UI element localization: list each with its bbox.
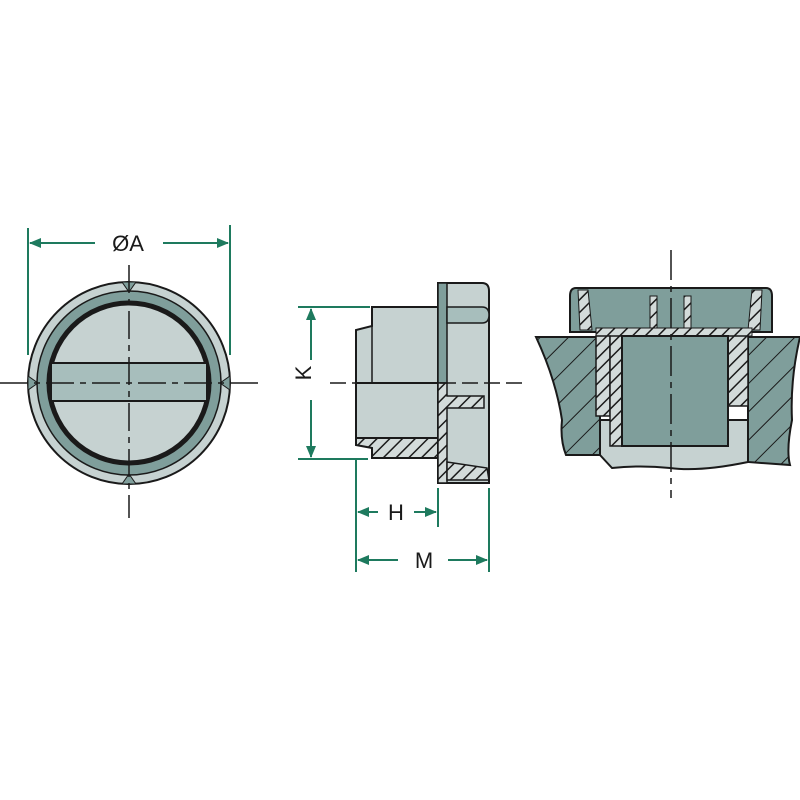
section-view <box>534 250 800 498</box>
front-view: ØA <box>0 225 260 518</box>
dimension-k: K <box>291 306 370 460</box>
side-view: K H M <box>291 282 522 573</box>
label-diameter: ØA <box>112 231 144 256</box>
label-k: K <box>291 365 316 380</box>
label-m: M <box>415 548 433 573</box>
dimension-h: H <box>355 460 439 572</box>
label-h: H <box>388 500 404 525</box>
dimension-diameter: ØA <box>27 225 231 355</box>
dimension-m: M <box>357 488 490 573</box>
